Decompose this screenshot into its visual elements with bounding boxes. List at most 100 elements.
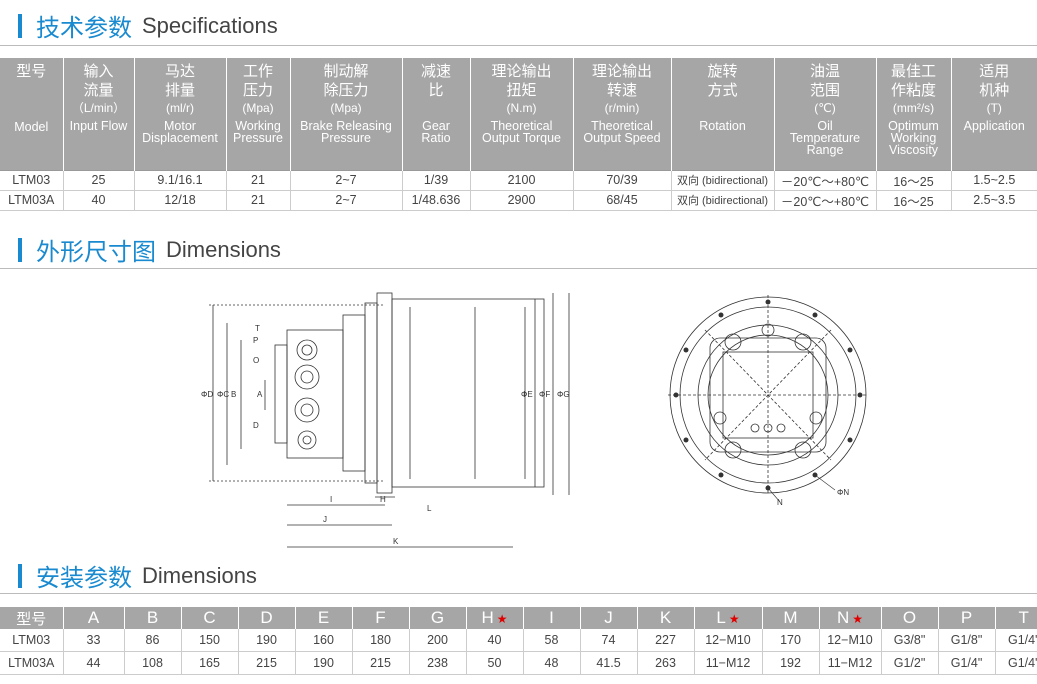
- header-cn-label: 型号: [16, 62, 47, 80]
- table-cell: 150: [181, 629, 239, 652]
- front-view-drawing: ΦN N: [668, 295, 868, 507]
- port-label-d: D: [253, 421, 259, 430]
- mount-header-cell: F: [352, 607, 410, 629]
- table-cell: 双向 (bidirectional): [671, 169, 775, 191]
- header-cn-label: 旋转方式: [707, 62, 738, 99]
- divider: [0, 45, 1037, 46]
- header-en-label: Rotation: [699, 119, 746, 133]
- dim-label-k: K: [393, 537, 399, 546]
- dim-label-h: H: [380, 495, 386, 504]
- header-en-label: Application: [963, 119, 1025, 133]
- spec-header-cell: 旋转方式 Rotation: [671, 58, 775, 170]
- port-label-o: O: [253, 356, 259, 365]
- table-cell: 190: [238, 629, 296, 652]
- table-cell: 双向 (bidirectional): [671, 190, 775, 211]
- divider: [0, 268, 1037, 269]
- header-unit-label: (r/min): [604, 101, 640, 115]
- side-view-drawing: T P O D ΦD ΦC B A ΦE ΦF ΦG I H L J K: [201, 292, 570, 548]
- section-title-en: Dimensions: [142, 562, 257, 588]
- dim-label-og: ΦG: [557, 390, 570, 399]
- header-cn-label: 减速比: [420, 62, 451, 99]
- motor-body: [342, 314, 366, 472]
- header-unit-label: (ml/r): [166, 101, 194, 115]
- table-cell: 68/45: [573, 190, 672, 211]
- mount-header-cell: P: [938, 607, 996, 629]
- header-cn-label: 油温范围: [809, 62, 840, 99]
- mount-header-cell: H★: [466, 607, 524, 629]
- table-cell: 2900: [470, 190, 574, 211]
- mount-header-cell: N★: [819, 607, 882, 629]
- table-cell: 238: [409, 651, 467, 675]
- table-cell: G1/8": [938, 629, 996, 652]
- port-label-p: P: [253, 336, 258, 345]
- housing-outline: [391, 298, 545, 488]
- dim-label-of: ΦF: [539, 390, 550, 399]
- dim-label-b: B: [231, 390, 236, 399]
- table-cell: G3/8": [881, 629, 939, 652]
- header-unit-label: （L/min）: [71, 101, 126, 115]
- dim-label-a: A: [257, 390, 263, 399]
- header-cn-label: 最佳工作粘度: [890, 62, 936, 99]
- table-cell: 40: [63, 190, 135, 211]
- table-cell: 16～25: [876, 190, 952, 211]
- dim-label-i: I: [330, 495, 332, 504]
- table-cell: 200: [409, 629, 467, 652]
- table-cell: 86: [124, 629, 182, 652]
- section-title-en: Specifications: [142, 12, 278, 38]
- table-cell: 44: [63, 651, 125, 675]
- mount-header-cell: 型号: [0, 607, 64, 629]
- dim-label-oc: ΦC: [217, 390, 229, 399]
- header-unit-label: (mm²/s): [892, 101, 935, 115]
- star-icon: ★: [728, 612, 740, 626]
- table-cell: 215: [238, 651, 296, 675]
- header-cn-label: 理论输出扭矩: [491, 62, 552, 99]
- table-cell: 190: [295, 651, 353, 675]
- table-cell: 21: [226, 190, 291, 211]
- table-cell: 2.5~3.5: [951, 190, 1037, 211]
- mount-header-cell: T: [995, 607, 1037, 629]
- dim-label-l: L: [427, 504, 432, 513]
- mount-header-cell: D: [238, 607, 296, 629]
- table-cell: 21: [226, 169, 291, 191]
- table-cell: 2100: [470, 169, 574, 191]
- table-cell: 227: [637, 629, 695, 652]
- table-cell: 41.5: [580, 651, 638, 675]
- header-unit-label: (Mpa): [242, 101, 274, 115]
- table-cell: －20℃～+80℃: [774, 190, 877, 211]
- star-icon: ★: [496, 612, 508, 626]
- table-cell: 1/39: [402, 169, 471, 191]
- mount-header-cell: G: [409, 607, 467, 629]
- section-marker: [18, 13, 22, 38]
- spec-header-cell: 输入流量（L/min）Input Flow: [63, 58, 135, 170]
- table-cell: 170: [762, 629, 820, 652]
- table-cell: 263: [637, 651, 695, 675]
- section-title-cn: 安装参数: [36, 564, 132, 592]
- mount-header-cell: O: [881, 607, 939, 629]
- header-en-label: Input Flow: [69, 119, 128, 133]
- table-cell: 58: [523, 629, 581, 652]
- table-cell: 180: [352, 629, 410, 652]
- table-cell: 9.1/16.1: [134, 169, 227, 191]
- table-cell: －20℃～+80℃: [774, 169, 877, 191]
- table-cell: 33: [63, 629, 125, 652]
- spec-header-cell: 适用机种(T)Application: [951, 58, 1037, 170]
- mount-header-cell: C: [181, 607, 239, 629]
- mount-header-cell: L★: [694, 607, 763, 629]
- table-cell: 2~7: [290, 190, 403, 211]
- table-cell: 12−M10: [694, 629, 763, 652]
- table-cell: 165: [181, 651, 239, 675]
- spec-header-cell: 型号 Model: [0, 58, 64, 170]
- star-icon: ★: [852, 612, 864, 626]
